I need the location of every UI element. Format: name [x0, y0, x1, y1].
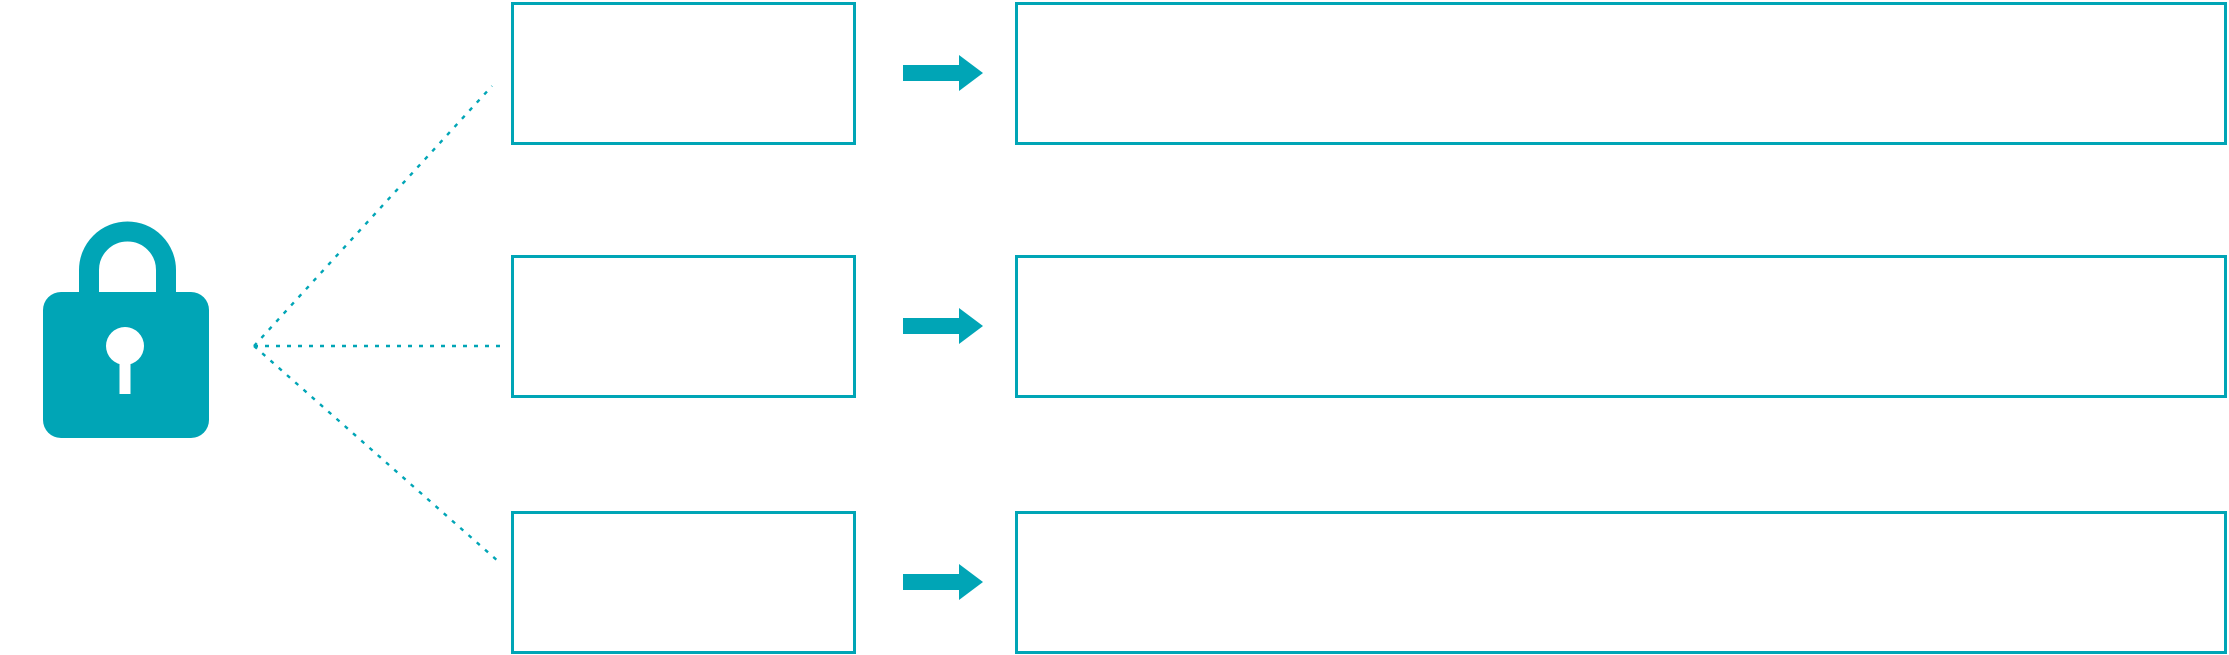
lock-keyhole-stem	[119, 348, 131, 394]
arrow-right-icon	[903, 564, 983, 600]
large-box-row-3	[1015, 511, 2227, 654]
small-box-row-2	[511, 255, 856, 398]
large-box-row-2	[1015, 255, 2227, 398]
small-box-row-1	[511, 2, 856, 145]
arrow-right-icon	[903, 308, 983, 344]
lock-keyhole	[106, 327, 144, 365]
large-box-row-1	[1015, 2, 2227, 145]
small-box-row-3	[511, 511, 856, 654]
arrow-right-icon	[903, 55, 983, 91]
lock-icon	[43, 218, 209, 438]
dotted-connector-top	[253, 85, 493, 347]
dotted-connector-bottom	[253, 345, 500, 563]
lock-shackle	[79, 221, 176, 308]
